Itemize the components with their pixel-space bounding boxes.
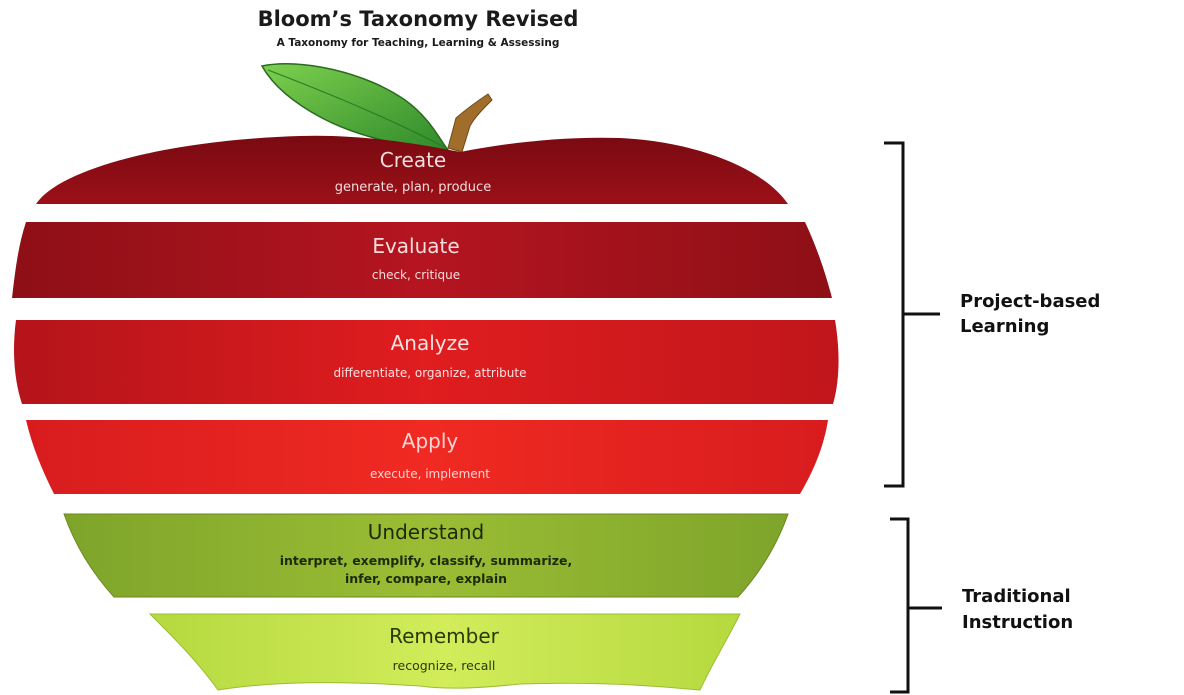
- layer-remember: [148, 613, 741, 691]
- layer-apply: [26, 420, 828, 494]
- level-understand-verbs: interpret, exemplify, classify, summariz…: [280, 553, 573, 568]
- level-understand-name: Understand: [368, 520, 484, 544]
- level-analyze-name: Analyze: [391, 331, 470, 355]
- group-traditional-line2: Instruction: [962, 612, 1073, 633]
- level-apply-verbs: execute, implement: [370, 467, 490, 481]
- level-remember-verbs: recognize, recall: [393, 658, 496, 673]
- bracket-project-based: [884, 141, 940, 488]
- group-project-based-line2: Learning: [960, 316, 1049, 337]
- page-subtitle: A Taxonomy for Teaching, Learning & Asse…: [277, 37, 560, 49]
- level-understand-verbs-2: infer, compare, explain: [345, 571, 507, 586]
- layer-create: [36, 135, 788, 204]
- bracket-traditional: [890, 517, 942, 694]
- group-traditional-line1: Traditional: [962, 586, 1071, 607]
- level-remember-name: Remember: [389, 624, 500, 648]
- group-project-based-line1: Project-based: [960, 291, 1100, 312]
- level-create-verbs: generate, plan, produce: [335, 180, 491, 195]
- apple-stem: [447, 93, 493, 153]
- level-evaluate-verbs: check, critique: [372, 268, 460, 282]
- level-apply-name: Apply: [402, 429, 459, 453]
- level-evaluate-name: Evaluate: [372, 234, 459, 258]
- apple-leaf-vein: [267, 69, 447, 149]
- level-analyze-verbs: differentiate, organize, attribute: [334, 366, 527, 380]
- page-title: Bloom’s Taxonomy Revised: [258, 7, 579, 31]
- level-create-name: Create: [380, 148, 446, 172]
- layer-understand: [63, 513, 789, 598]
- layer-analyze: [14, 320, 839, 404]
- layer-evaluate: [12, 222, 832, 298]
